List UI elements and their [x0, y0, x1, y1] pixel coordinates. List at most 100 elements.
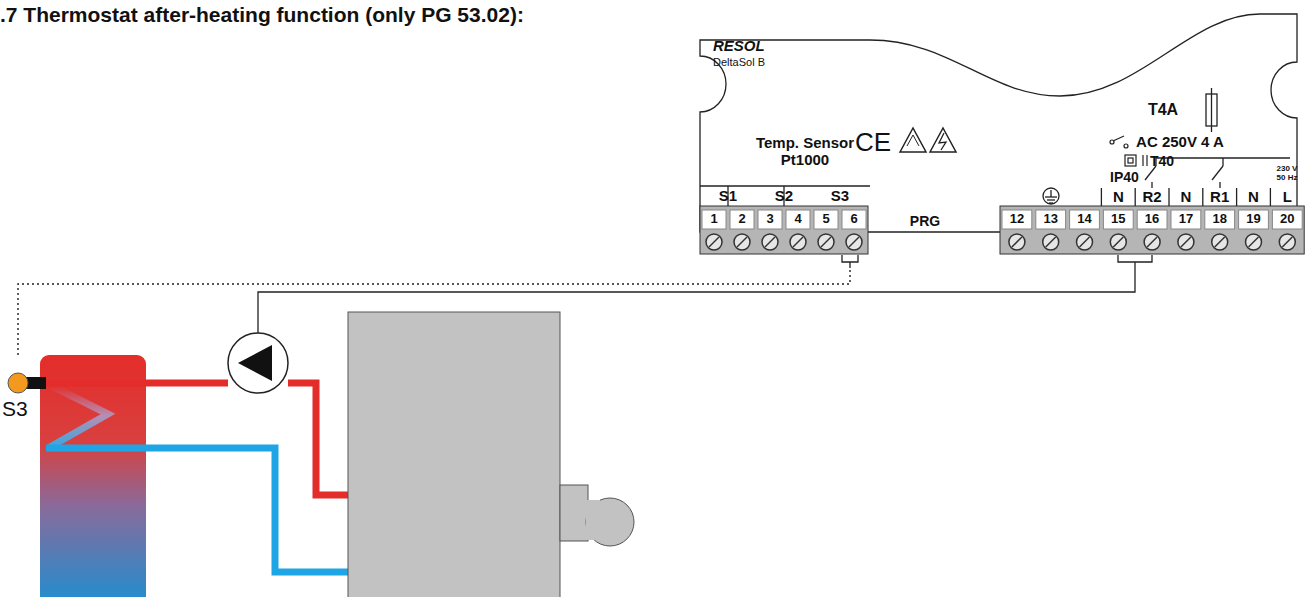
ground-symbol: [1043, 188, 1059, 204]
switching-rating: AC 250V 4 A: [1136, 134, 1224, 151]
terminal-number: 2: [738, 212, 745, 226]
terminal-screw: [734, 234, 750, 250]
screw-slot: [1012, 237, 1022, 247]
terminal-block: [1000, 206, 1304, 254]
terminal-number: 14: [1077, 212, 1091, 226]
terminal-cell: [1070, 210, 1100, 229]
screw-slot: [1147, 237, 1157, 247]
screw-slot: [793, 237, 803, 247]
switch-symbol: [1110, 136, 1128, 148]
brand-name: RESOL: [713, 38, 765, 55]
header-separator: [1168, 188, 1169, 206]
relay-terminal-name: N: [1248, 189, 1259, 206]
terminal-screw: [1110, 234, 1126, 250]
terminal-cell: [758, 210, 782, 229]
storage-tank: [40, 355, 146, 597]
terminal-cell: [1002, 210, 1032, 229]
fuse-rating: T4A: [1148, 101, 1178, 119]
terminal-number: 13: [1043, 212, 1057, 226]
warning-symbols: [900, 128, 956, 152]
terminal-screw: [1009, 234, 1025, 250]
sensor-terminal-name: S3: [831, 188, 849, 205]
screw-slot: [1282, 237, 1292, 247]
relay-terminal-name: N: [1180, 189, 1191, 206]
terminal-cell: [1036, 210, 1066, 229]
terminal-number: 4: [794, 212, 801, 226]
screw-slot: [709, 237, 719, 247]
screw-slot: [821, 237, 831, 247]
terminal-cell: [1205, 210, 1235, 229]
terminal-number: 15: [1111, 212, 1125, 226]
flow-pipe: [46, 383, 350, 495]
header-rule: [700, 185, 870, 186]
header-separator: [1135, 188, 1136, 206]
terminal-number: 3: [766, 212, 773, 226]
screw-slot: [765, 237, 775, 247]
terminal-number: 19: [1246, 212, 1260, 226]
screw-slot: [1046, 237, 1056, 247]
port-name: PRG: [910, 214, 940, 229]
storage-tank-node: S3: [0, 355, 146, 597]
screw-slot: [1215, 237, 1225, 247]
terminal-screw: [706, 234, 722, 250]
terminal-screw: [1043, 234, 1059, 250]
sensor-terminal-name: S1: [719, 188, 737, 205]
terminal-number: 5: [822, 212, 829, 226]
screw-slot: [737, 237, 747, 247]
temperature-class: T40: [1150, 154, 1174, 169]
supply-rating: 230 V 50 Hz: [1272, 165, 1302, 183]
terminal-screw: [1178, 234, 1194, 250]
terminal-cell: [702, 210, 726, 229]
terminal-number: 12: [1010, 212, 1024, 226]
header-separator: [1236, 188, 1237, 206]
header-separator: [1270, 188, 1271, 206]
sensor-dot: [8, 373, 28, 393]
terminal-cell: [1103, 210, 1133, 229]
terminal-number: 18: [1212, 212, 1226, 226]
terminal-number: 17: [1179, 212, 1193, 226]
return-pipe: [46, 448, 350, 572]
terminal-cell: [786, 210, 810, 229]
header-separator: [1101, 188, 1102, 206]
terminal-number: 6: [850, 212, 857, 226]
terminal-cell: [814, 210, 838, 229]
sensor-type-label: Temp. Sensor Pt1000: [750, 135, 860, 168]
terminal-cell: [1137, 210, 1167, 229]
terminal-cell: [1272, 210, 1302, 229]
relay-terminal-name: N: [1113, 189, 1124, 206]
pump-symbol: [228, 333, 288, 393]
terminal-screw: [1077, 234, 1093, 250]
screw-slot: [849, 237, 859, 247]
protection-class: IP40: [1110, 170, 1139, 185]
terminal-screw: [818, 234, 834, 250]
terminal-screw: [1279, 234, 1295, 250]
sensor-terminal-name: S2: [775, 188, 793, 205]
terminal-screw: [1144, 234, 1160, 250]
sensor-bracket: [842, 255, 858, 268]
screw-slot: [1080, 237, 1090, 247]
screw-slot: [1113, 237, 1123, 247]
class-two-symbol: [1125, 155, 1147, 166]
terminal-number: 1: [710, 212, 717, 226]
terminal-screw: [1246, 234, 1262, 250]
sensor-wire: [18, 268, 850, 355]
terminal-screw: [1212, 234, 1228, 250]
terminal-number: 20: [1280, 212, 1294, 226]
terminal-cell: [1239, 210, 1269, 229]
terminal-screw: [846, 234, 862, 250]
sensor-label: S3: [2, 397, 28, 420]
terminal-cell: [1171, 210, 1201, 229]
sensor-probe: [26, 377, 46, 389]
relay-terminal-name: R1: [1210, 189, 1229, 206]
burner: [560, 485, 588, 541]
terminal-screw: [762, 234, 778, 250]
heat-exchanger-coil: [50, 385, 108, 447]
boiler: [348, 312, 560, 597]
section-title: .7 Thermostat after-heating function (on…: [0, 3, 524, 26]
ce-mark: CE: [855, 128, 891, 157]
screw-slot: [1249, 237, 1259, 247]
model-name: DeltaSol B: [713, 56, 765, 68]
terminal-blocks: [700, 186, 1304, 254]
